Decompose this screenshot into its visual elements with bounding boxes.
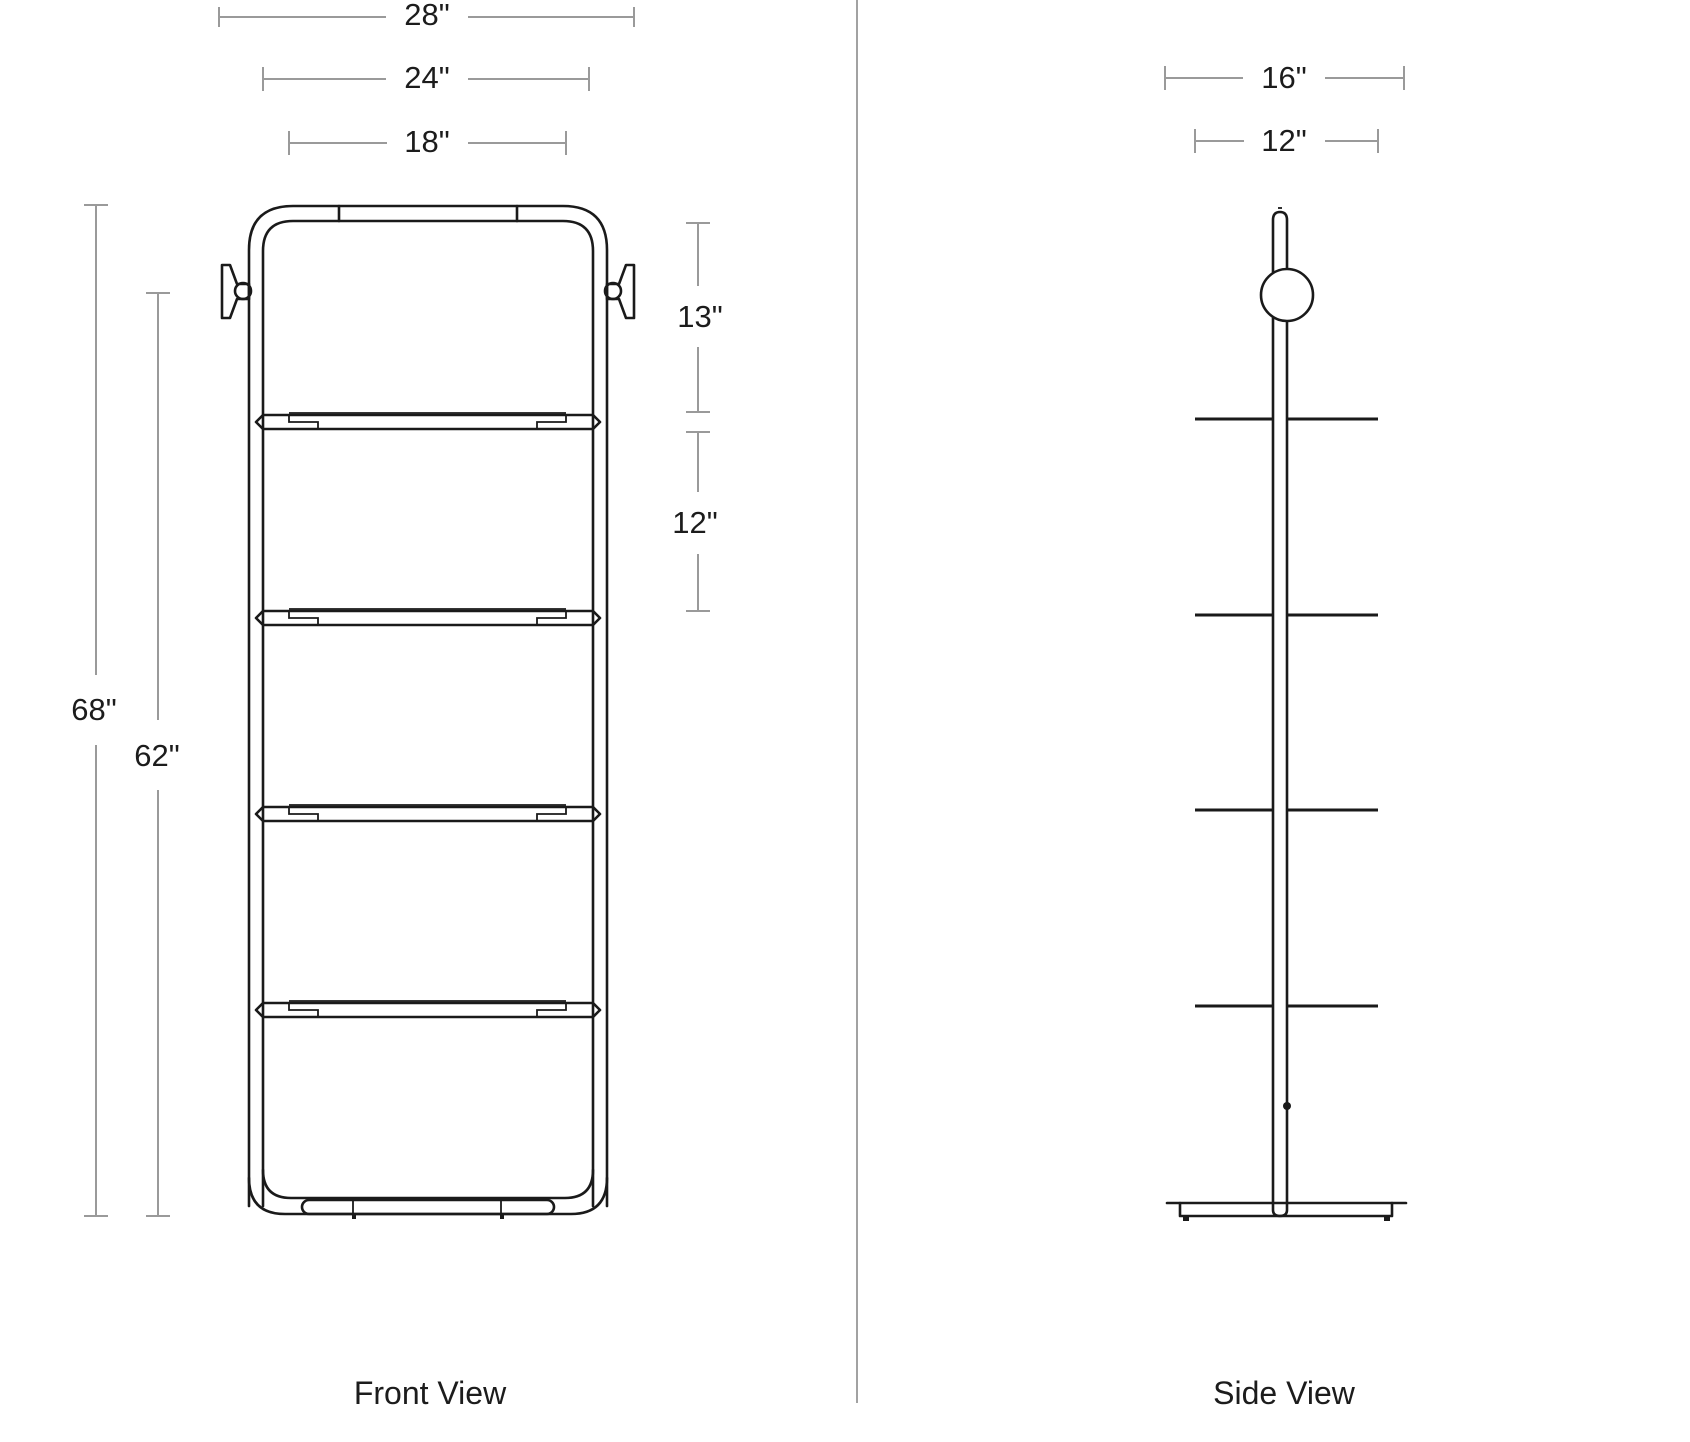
front-shelf-3 xyxy=(254,804,602,823)
front-overall-height-label: 68" xyxy=(71,692,117,727)
front-frame-width-label: 24" xyxy=(404,60,450,95)
front-shelf-2 xyxy=(254,608,602,627)
side-view-shelf-unit xyxy=(1165,207,1408,1221)
front-shelf-width-dimension: 18" xyxy=(288,124,567,159)
front-overall-height-dimension: 68" xyxy=(71,204,117,1217)
front-shelf-1 xyxy=(254,412,602,431)
front-base-foot xyxy=(300,1198,556,1219)
front-frame-height-label: 62" xyxy=(134,738,180,773)
side-shelf-depth-label: 12" xyxy=(1261,123,1307,158)
front-shelf-spacing-dimension: 12" xyxy=(672,431,718,612)
front-shelf-spacing-label: 12" xyxy=(672,505,718,540)
side-shelf-depth-dimension: 12" xyxy=(1194,123,1379,158)
front-shelf-width-label: 18" xyxy=(404,124,450,159)
front-view-caption: Front View xyxy=(354,1375,507,1411)
front-frame-width-dimension: 24" xyxy=(262,60,590,95)
front-top-spacing-dimension: 13" xyxy=(677,222,723,413)
front-overall-width-dimension: 28" xyxy=(218,0,635,32)
side-view-caption: Side View xyxy=(1213,1375,1356,1411)
side-screw xyxy=(1283,1102,1291,1110)
side-wall-bracket xyxy=(1259,267,1315,323)
front-overall-width-label: 28" xyxy=(404,0,450,32)
wall-bracket-right xyxy=(603,263,636,320)
side-base-depth-label: 16" xyxy=(1261,60,1307,95)
wall-bracket-left xyxy=(220,263,253,320)
side-base xyxy=(1165,1201,1408,1221)
front-view-shelf-unit xyxy=(220,204,636,1219)
front-frame-inner xyxy=(261,219,595,1208)
side-post xyxy=(1271,210,1289,1218)
front-top-spacing-label: 13" xyxy=(677,299,723,334)
front-frame-bottom-inner xyxy=(261,1168,595,1200)
front-frame-height-dimension: 62" xyxy=(134,292,180,1217)
front-frame-outer xyxy=(247,204,609,1208)
side-base-depth-dimension: 16" xyxy=(1164,60,1405,95)
front-shelf-4 xyxy=(254,1000,602,1019)
